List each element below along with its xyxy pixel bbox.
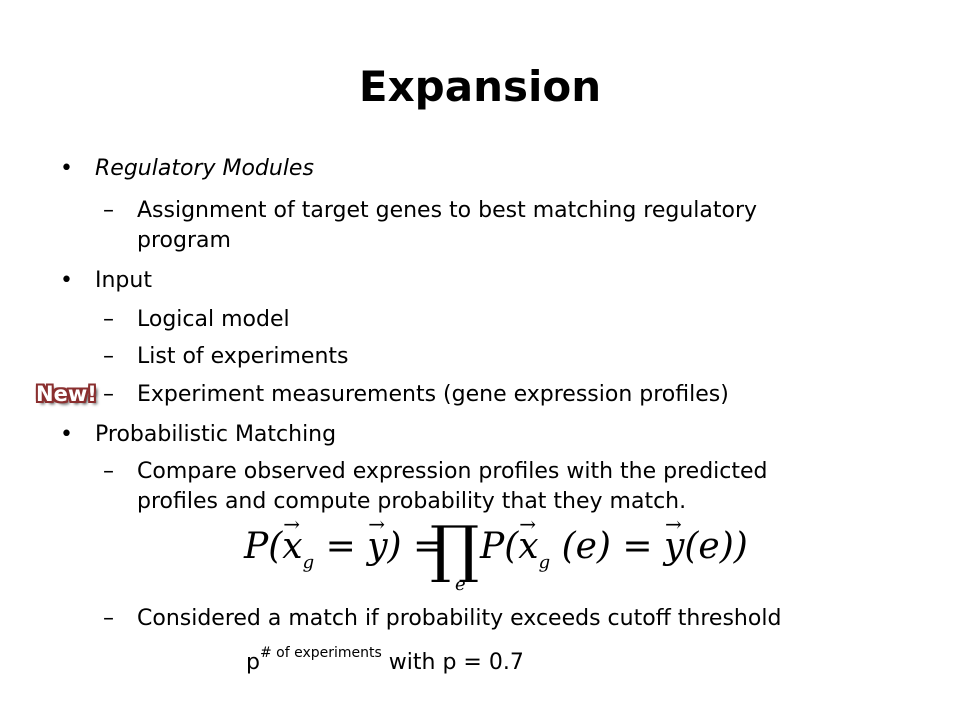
new-badge: New! xyxy=(36,382,97,406)
bullet-regulatory-modules: Regulatory Modules xyxy=(95,156,314,181)
dash-marker: – xyxy=(103,459,114,484)
dash-marker: – xyxy=(103,606,114,631)
bullet-marker: • xyxy=(60,268,73,293)
vector-y: →y xyxy=(367,512,388,567)
formula-y: y xyxy=(367,526,388,567)
dash-marker: – xyxy=(103,307,114,332)
subitem-experiment-measurements: Experiment measurements (gene expression… xyxy=(137,382,729,407)
formula-eq: = xyxy=(314,526,368,567)
formula-y: y xyxy=(664,526,685,567)
bullet-marker: • xyxy=(60,422,73,447)
probability-formula: P(→xg = →y) = ∏ e P(→xg (e) = →y(e)) xyxy=(244,512,748,600)
vector-x: →x xyxy=(518,512,539,567)
vector-arrow-icon: → xyxy=(368,512,385,536)
formula-rhs-e: (e) = xyxy=(550,526,665,567)
subitem-compare-line2: profiles and compute probability that th… xyxy=(137,489,687,514)
slide-title: Expansion xyxy=(358,62,602,111)
vector-y: →y xyxy=(664,512,685,567)
vector-x: →x xyxy=(282,512,303,567)
formula-sub-g: g xyxy=(538,552,551,573)
subitem-considered-match: Considered a match if probability exceed… xyxy=(137,606,782,631)
bullet-input: Input xyxy=(95,268,152,293)
dash-marker: – xyxy=(103,344,114,369)
threshold-rest: with p = 0.7 xyxy=(381,650,524,675)
vector-arrow-icon: → xyxy=(283,512,301,536)
formula-lhs: P(→xg = →y) = xyxy=(244,512,444,573)
formula-rhs: P(→xg (e) = →y(e)) xyxy=(480,512,748,573)
dash-marker: – xyxy=(103,198,114,223)
subitem-assignment-line1: Assignment of target genes to best match… xyxy=(137,198,758,223)
subitem-logical-model: Logical model xyxy=(137,307,290,332)
formula-lhs-close: ) = xyxy=(387,526,444,567)
formula-rhs-ye: (e)) xyxy=(684,526,748,567)
dash-marker: – xyxy=(103,382,114,407)
formula-lhs-open: P( xyxy=(244,526,283,567)
threshold-expression: p# of experiments with p = 0.7 xyxy=(246,638,524,678)
product-subscript: e xyxy=(455,574,466,595)
formula-sub-g: g xyxy=(302,552,315,573)
product-symbol: ∏ xyxy=(430,512,480,585)
bullet-probabilistic-matching: Probabilistic Matching xyxy=(95,422,337,447)
subitem-compare-line1: Compare observed expression profiles wit… xyxy=(137,459,768,484)
threshold-exponent: # of experiments xyxy=(259,645,382,661)
threshold-base: p xyxy=(246,650,260,675)
subitem-assignment-line2: program xyxy=(137,228,231,253)
formula-x: x xyxy=(282,526,303,567)
vector-arrow-icon: → xyxy=(519,512,537,536)
formula-rhs-open: P( xyxy=(480,526,519,567)
bullet-marker: • xyxy=(60,156,73,181)
formula-x: x xyxy=(518,526,539,567)
vector-arrow-icon: → xyxy=(665,512,682,536)
subitem-list-of-experiments: List of experiments xyxy=(137,344,349,369)
